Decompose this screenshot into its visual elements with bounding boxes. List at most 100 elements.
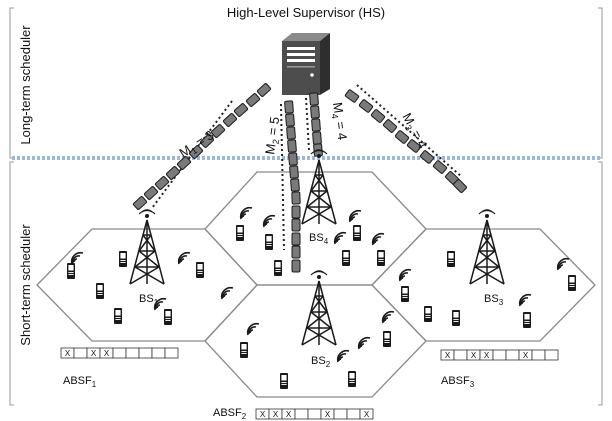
bs3-label: BS3 — [484, 293, 504, 307]
absf-cell — [73, 347, 88, 359]
absf-cell-mark: X — [104, 349, 110, 358]
packet-block — [222, 113, 238, 127]
absf-cell — [333, 408, 348, 420]
packet-block — [200, 134, 214, 148]
link-label-m4: M4 = 4 — [328, 101, 350, 141]
mobile-phone-icon — [96, 283, 104, 299]
mobile-phone-icon — [114, 308, 122, 324]
signal-waves-icon — [336, 349, 350, 363]
packet-block — [453, 179, 467, 193]
packet-chains — [132, 83, 467, 273]
packet-block — [256, 83, 272, 97]
absf-cell-mark: X — [523, 351, 529, 360]
mobile-phone-icon — [265, 234, 273, 250]
mobile-phone-icon — [568, 275, 576, 291]
hex-cell-bs2 — [204, 284, 427, 398]
absf-cell — [125, 347, 140, 359]
packet-block — [132, 196, 148, 210]
absf-cell — [505, 349, 520, 361]
packet-block — [309, 92, 319, 106]
absf-cell-mark: X — [273, 410, 279, 419]
antenna-tower-icon — [469, 209, 505, 285]
mobile-phone-icon — [353, 225, 361, 241]
signal-waves-icon — [333, 231, 347, 245]
absf-label: ABSF2 — [213, 407, 247, 421]
signal-waves-icon — [348, 209, 362, 223]
packet-block — [394, 130, 410, 144]
absf-cell-mark: X — [325, 410, 331, 419]
mobile-phone-icon — [401, 286, 409, 302]
packet-block — [310, 105, 320, 119]
packet-block — [189, 145, 203, 159]
packet-block — [245, 93, 261, 107]
packet-block — [291, 191, 301, 205]
absf-cell-mark: X — [286, 410, 292, 419]
absf-cell — [138, 347, 153, 359]
packet-block — [432, 160, 448, 174]
packet-block — [358, 99, 374, 113]
packet-block — [291, 259, 301, 273]
mobile-phone-icon — [196, 262, 204, 278]
signal-waves-icon — [371, 232, 385, 246]
absf-cell — [492, 349, 507, 361]
long-term-scheduler-label: Long-term scheduler — [18, 25, 33, 145]
absf-cell-mark: X — [445, 351, 451, 360]
absf-cell — [151, 347, 166, 359]
packet-block — [176, 156, 192, 170]
absf-cell — [112, 347, 127, 359]
packet-block — [419, 150, 435, 164]
absf-cell-mark: X — [91, 349, 97, 358]
packet-block — [288, 152, 298, 166]
absf-cell-mark: X — [484, 351, 490, 360]
absf-cell — [307, 408, 322, 420]
mobile-phone-icon — [342, 250, 350, 266]
packet-block — [286, 126, 296, 140]
absf-cell — [359, 408, 374, 420]
mobile-phone-icon — [424, 306, 432, 322]
antenna-tower-icon — [301, 270, 337, 346]
absf-cell — [544, 349, 559, 361]
link-dotted-line — [280, 103, 285, 251]
packet-block — [312, 131, 322, 145]
packet-block — [284, 100, 294, 114]
mobile-phone-icon — [452, 310, 460, 326]
signal-waves-icon — [70, 251, 84, 265]
signal-waves-icon — [246, 322, 260, 336]
packet-block — [287, 139, 297, 153]
absf-label: ABSF1 — [63, 375, 97, 389]
packet-block — [165, 166, 181, 180]
mobile-phone-icon — [377, 250, 385, 266]
mobile-phone-icon — [383, 331, 391, 347]
absf-cell-mark: X — [471, 351, 477, 360]
bs2-label: BS2 — [311, 355, 331, 369]
mobile-phone-icon — [164, 309, 172, 325]
mobile-phone-icon — [280, 373, 288, 389]
packet-block — [210, 124, 226, 138]
signal-waves-icon — [177, 251, 191, 265]
hex-cells — [36, 171, 596, 398]
mobile-phone-icon — [348, 371, 356, 387]
absf-cell-mark: X — [260, 410, 266, 419]
signal-waves-icon — [357, 336, 371, 350]
absf-cell-mark: X — [65, 349, 71, 358]
signal-waves-icon — [239, 206, 253, 220]
packet-block — [291, 218, 301, 232]
link-label-m2: M2 = 5 — [262, 116, 284, 156]
packet-block — [290, 178, 300, 192]
signal-waves-icon — [381, 310, 395, 324]
mobile-phone-icon — [240, 342, 248, 358]
server-icon — [282, 33, 330, 95]
mobile-phone-icon — [119, 251, 127, 267]
mobile-phone-icon — [523, 312, 531, 328]
signal-waves-icon — [556, 257, 570, 271]
supervisor-title: High-Level Supervisor (HS) — [227, 5, 385, 20]
mobile-phone-icon — [274, 260, 282, 276]
packet-block — [406, 139, 422, 153]
absf-cell — [453, 349, 468, 361]
packet-block — [291, 232, 301, 246]
absf-cell-mark: X — [364, 410, 370, 419]
absf-cell — [164, 347, 179, 359]
absf-cell — [531, 349, 546, 361]
